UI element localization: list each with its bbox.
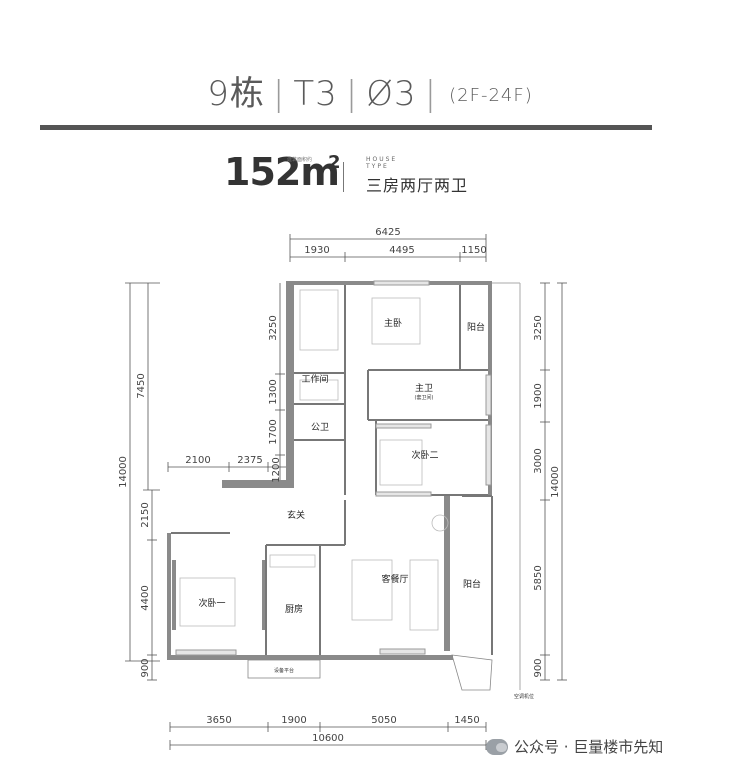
balcony-rail (492, 282, 521, 690)
house-type-label: HOUSE TYPE (366, 156, 397, 170)
windows (175, 280, 492, 656)
unit-code: Ø3 (366, 74, 417, 114)
dim-left-seg-4: 2150 (140, 502, 151, 527)
area-divider (343, 162, 344, 192)
dimension-lines (125, 234, 567, 750)
dim-left-seg-3: 1700 (268, 419, 279, 444)
room-public-bath: 公卫 (311, 422, 329, 433)
interior-walls (171, 285, 493, 655)
dim-mid-1: 2100 (185, 455, 210, 466)
dim-bottom-seg-4: 1450 (454, 715, 479, 726)
dim-right-total: 14000 (550, 466, 561, 498)
room-work-room: 工作间 (301, 373, 328, 385)
dim-top-seg-3: 1150 (461, 245, 486, 256)
dim-right-seg-2: 1900 (533, 383, 544, 408)
title-divider (40, 125, 652, 130)
dim-right-seg-5: 900 (533, 658, 544, 677)
wechat-icon (486, 738, 508, 755)
dim-left-seg-1: 3250 (268, 315, 279, 340)
dim-top-total: 6425 (375, 227, 400, 238)
room-balcony-side: 阳台 (463, 578, 481, 590)
room-living-dining: 客餐厅 (381, 573, 408, 585)
dim-mid-3: 1200 (271, 457, 282, 482)
dim-right-seg-3: 3000 (533, 448, 544, 473)
watermark: 公众号 · 巨量楼市先知 (486, 736, 663, 757)
ac-unit-note: 空调机位 (514, 693, 534, 700)
dim-bottom-seg-2: 1900 (281, 715, 306, 726)
dim-right-seg-4: 5850 (533, 565, 544, 590)
room-kitchen: 厨房 (285, 603, 303, 615)
house-label: HOUSE (366, 156, 398, 163)
dim-left-seg-5: 4400 (140, 585, 151, 610)
room-master-bedroom: 主卧 (384, 317, 402, 329)
watermark-text: 公众号 · 巨量楼市先知 (514, 738, 664, 756)
type-label: TYPE (366, 163, 389, 170)
area-unit-superscript: 2 (328, 152, 341, 173)
layout-name: 三房两厅两卫 (366, 176, 469, 195)
dim-right-seg-1: 3250 (533, 315, 544, 340)
building-number: 9栋 (207, 74, 265, 114)
dim-top-seg-1: 1930 (304, 245, 329, 256)
dim-left-total: 14000 (118, 456, 129, 488)
room-master-bath: 主卫 (415, 382, 433, 394)
dim-bottom-total: 10600 (312, 733, 344, 744)
ac-ledge (247, 654, 493, 691)
area-value: 152m (224, 150, 340, 194)
furniture (179, 289, 449, 631)
dim-mid-2: 2375 (237, 455, 262, 466)
plan-title: 9栋|T3|Ø3|(2F-24F) (207, 74, 533, 114)
room-entrance: 玄关 (287, 509, 305, 521)
type-code: T3 (293, 74, 338, 114)
dim-left-seg-6: 900 (140, 658, 151, 677)
dim-bottom-seg-1: 3650 (206, 715, 231, 726)
floor-range: (2F-24F) (449, 85, 533, 106)
room-equipment-platform: 设备平台 (274, 667, 294, 674)
room-balcony-top: 阳台 (467, 321, 485, 333)
dim-bottom-seg-3: 5050 (371, 715, 396, 726)
room-second-bedroom-2: 次卧二 (411, 449, 438, 461)
room-second-bedroom-1: 次卧一 (198, 597, 225, 609)
dim-left-upper: 7450 (136, 373, 147, 398)
area-caption: 建筑面积约 (287, 157, 313, 163)
dim-left-seg-2: 1300 (268, 379, 279, 404)
dim-top-seg-2: 4495 (389, 245, 414, 256)
room-master-bath-note: (套卫间) (415, 394, 434, 401)
